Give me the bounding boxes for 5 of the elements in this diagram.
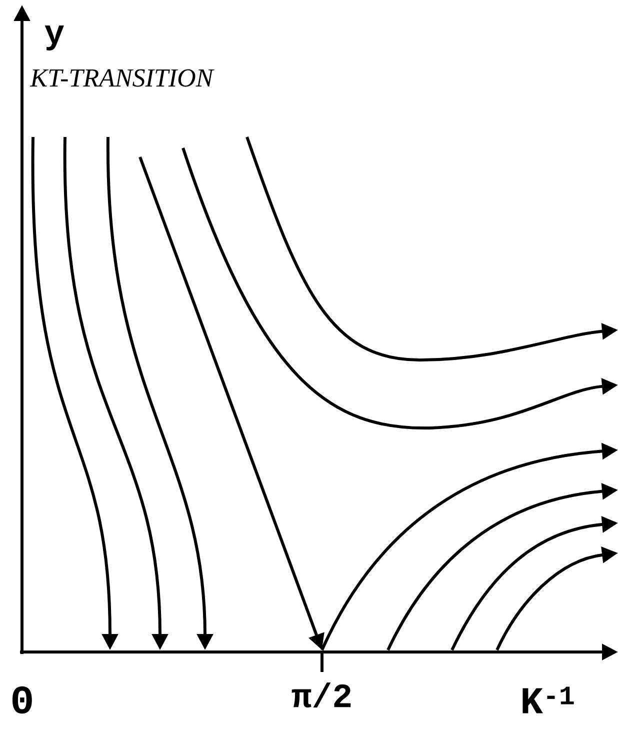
tick-label: π/2	[292, 682, 351, 708]
axis-label: K$^{-1}$	[522, 686, 574, 714]
axis-label: y	[44, 26, 64, 50]
axis-label: 0	[12, 686, 32, 714]
transition-label: KT-TRANSITION	[30, 69, 214, 87]
